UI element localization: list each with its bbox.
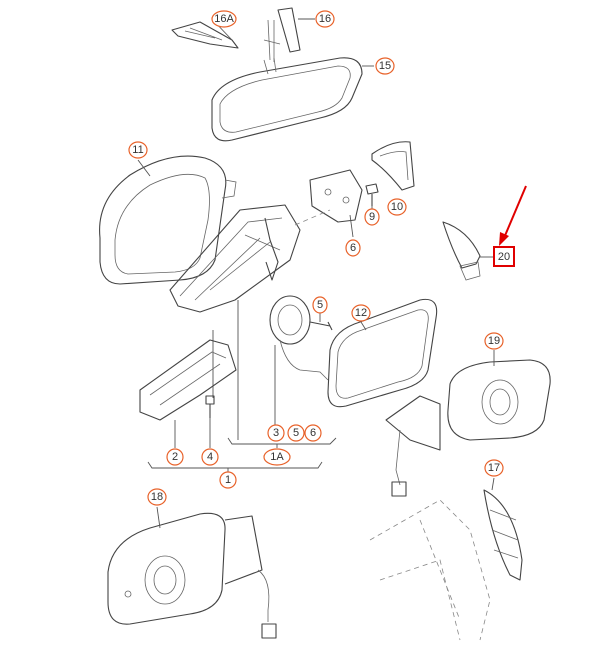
group-brackets bbox=[147, 437, 337, 472]
callout-label: 20 bbox=[498, 251, 510, 263]
part-9-drawing bbox=[365, 183, 379, 212]
part-17-drawing bbox=[483, 477, 523, 581]
callout-18[interactable]: 18 bbox=[147, 488, 167, 506]
callout-label: 12 bbox=[355, 307, 367, 319]
callout-label: 11 bbox=[132, 144, 143, 156]
callout-15[interactable]: 15 bbox=[375, 57, 395, 75]
callout-16[interactable]: 16 bbox=[315, 10, 335, 28]
callout-label: 9 bbox=[369, 211, 375, 223]
highlight-arrow bbox=[499, 185, 527, 246]
callout-label: 1 bbox=[225, 474, 231, 486]
callout-6[interactable]: 6 bbox=[345, 239, 361, 257]
callout-4[interactable]: 4 bbox=[201, 448, 219, 466]
part-10-drawing bbox=[371, 141, 415, 191]
callout-label: 3 bbox=[273, 427, 279, 439]
callout-label: 6 bbox=[350, 242, 356, 254]
callout-label: 6 bbox=[310, 427, 316, 439]
part-11-drawing bbox=[99, 155, 237, 285]
callout-label: 5 bbox=[317, 299, 323, 311]
callout-2[interactable]: 2 bbox=[166, 448, 184, 466]
callout-label: 1A bbox=[270, 451, 284, 463]
callout-label: 16 bbox=[319, 13, 331, 25]
callout-1a[interactable]: 1A bbox=[263, 448, 291, 466]
door-outline bbox=[369, 499, 491, 641]
part-4-screw-drawing bbox=[205, 395, 215, 448]
callout-3[interactable]: 3 bbox=[267, 424, 285, 442]
part-2-drawing bbox=[139, 339, 237, 448]
part-16-drawing bbox=[263, 7, 315, 62]
callout-12[interactable]: 12 bbox=[351, 304, 371, 322]
callout-6-group[interactable]: 6 bbox=[304, 424, 322, 442]
part-19-drawing bbox=[385, 350, 551, 497]
callout-5-group[interactable]: 5 bbox=[287, 424, 305, 442]
callout-10[interactable]: 10 bbox=[387, 198, 407, 216]
callout-label: 18 bbox=[151, 491, 163, 503]
part-20-drawing bbox=[442, 221, 494, 281]
callout-16a[interactable]: 16A bbox=[211, 10, 237, 28]
callout-1[interactable]: 1 bbox=[219, 471, 237, 489]
callout-label: 17 bbox=[488, 462, 500, 474]
callout-9[interactable]: 9 bbox=[364, 208, 380, 226]
callout-label: 5 bbox=[293, 427, 299, 439]
callout-label: 2 bbox=[172, 451, 178, 463]
callout-11[interactable]: 11 bbox=[128, 141, 148, 159]
part-15-drawing bbox=[211, 57, 374, 142]
part-6-drawing bbox=[294, 169, 363, 238]
callout-label: 4 bbox=[207, 451, 213, 463]
callout-label: 15 bbox=[379, 60, 391, 72]
callout-label: 19 bbox=[488, 335, 500, 347]
callout-17[interactable]: 17 bbox=[484, 459, 504, 477]
callout-19[interactable]: 19 bbox=[484, 332, 504, 350]
callout-5[interactable]: 5 bbox=[312, 296, 328, 314]
mirror-bracket-drawing bbox=[169, 204, 301, 440]
part-12-drawing bbox=[327, 298, 438, 408]
callout-label: 10 bbox=[391, 201, 403, 213]
part-18-drawing bbox=[107, 506, 277, 639]
part-3-motor-drawing bbox=[269, 295, 333, 425]
callout-label: 16A bbox=[214, 13, 234, 25]
callout-20-highlighted[interactable]: 20 bbox=[493, 246, 515, 267]
